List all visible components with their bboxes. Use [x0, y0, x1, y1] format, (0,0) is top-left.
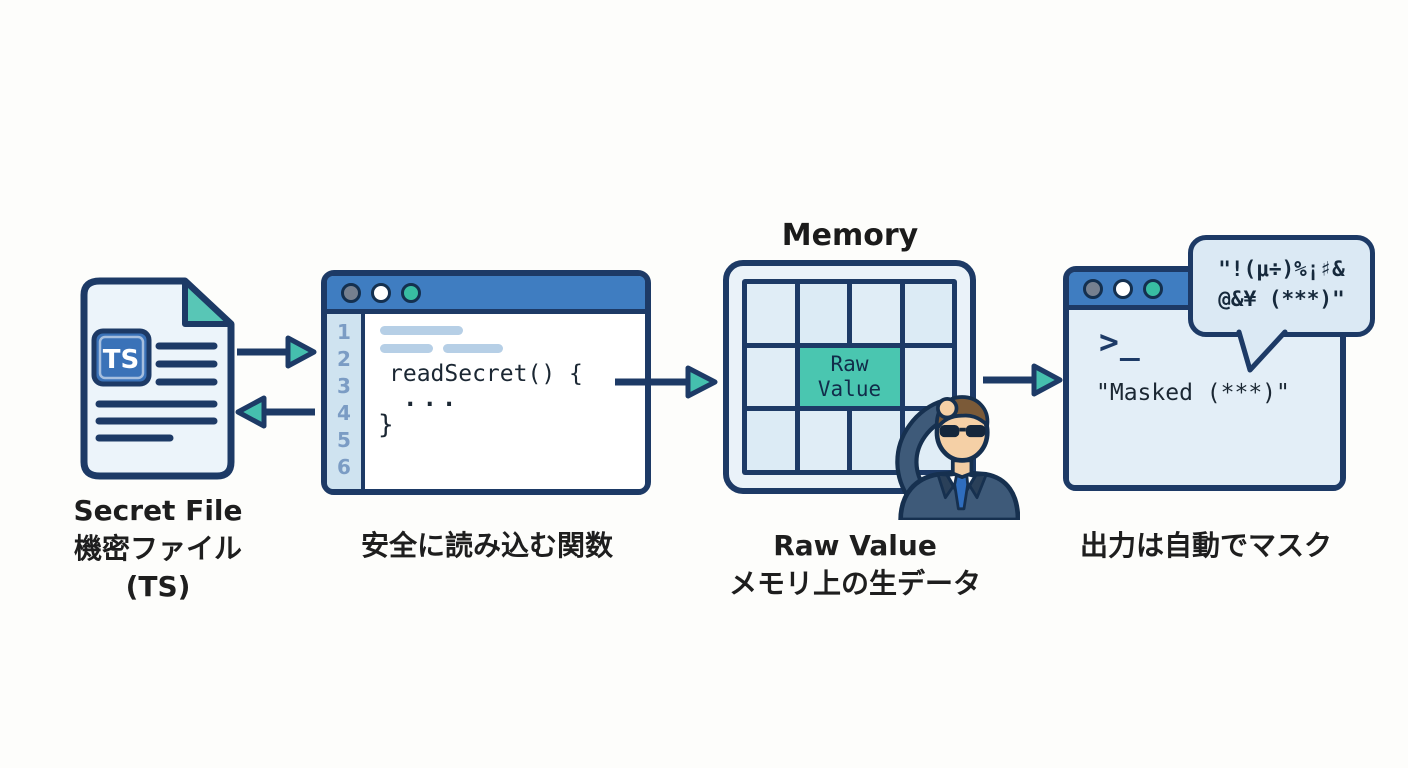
line-number: 4 — [337, 401, 351, 425]
agent-tie — [953, 473, 970, 511]
editor-caption: 安全に読み込む関数 — [360, 529, 613, 562]
raw-value-line: Value — [817, 376, 882, 401]
code-placeholder-bar — [380, 344, 433, 353]
ts-badge — [91, 328, 152, 387]
code-editor-window: 1 2 3 4 5 6 readSecret() { ··· } — [321, 270, 651, 495]
terminal-output: "Masked (***)" — [1096, 380, 1290, 406]
window-dot-teal-icon — [1143, 278, 1163, 299]
memory-cell — [852, 284, 900, 343]
arrow-right-icon — [983, 363, 1063, 397]
speech-bubble-tail — [1236, 329, 1288, 373]
document-text-lines — [95, 342, 218, 442]
memory-cell — [852, 411, 900, 470]
secret-file-caption-line: (TS) — [125, 570, 191, 603]
memory-title: Memory — [781, 218, 919, 253]
secret-file-caption-line: 機密ファイル — [73, 532, 242, 565]
ts-badge-inner-border — [98, 335, 145, 380]
secret-file-icon: TS — [80, 277, 235, 480]
memory-caption-line: Raw Value — [773, 529, 937, 562]
line-number: 2 — [337, 347, 351, 371]
ts-badge-label: TS — [103, 345, 139, 375]
agent-raised-arm — [899, 402, 953, 502]
secret-file-caption: Secret File 機密ファイル (TS) — [36, 492, 280, 606]
memory-cell — [799, 284, 847, 343]
terminal-caption: 出力は自動でマスク — [1079, 529, 1332, 562]
window-dot-grey-icon — [1083, 278, 1103, 299]
speech-bubble: "!(μ÷)%¡♯& @&¥ (***)" — [1188, 235, 1375, 337]
security-agent-illustration — [895, 395, 1020, 520]
memory-cell — [799, 411, 847, 470]
agent-neck — [950, 458, 974, 480]
arrow-left-icon — [235, 395, 315, 429]
line-number: 6 — [337, 455, 351, 479]
code-line: readSecret() { — [389, 361, 583, 387]
speech-bubble-line: @&¥ (***)" — [1218, 287, 1345, 311]
code-placeholder-bar — [380, 326, 463, 335]
line-number: 1 — [337, 320, 351, 344]
window-dot-teal-icon — [401, 282, 421, 303]
sunglasses-left-lens-icon — [939, 424, 960, 438]
secret-file-caption-line: Secret File — [73, 494, 243, 527]
window-dot-grey-icon — [341, 282, 361, 303]
terminal-body: >_ "Masked (***)" — [1069, 310, 1340, 485]
agent-hand — [936, 397, 959, 420]
editor-body: 1 2 3 4 5 6 readSecret() { ··· } — [327, 314, 645, 489]
window-titlebar — [327, 276, 645, 314]
speech-bubble-line: "!(μ÷)%¡♯& — [1218, 257, 1345, 281]
code-area: readSecret() { ··· } — [365, 314, 645, 489]
memory-cell — [904, 347, 952, 407]
arrow-right-icon — [615, 365, 718, 399]
editor-gutter: 1 2 3 4 5 6 — [327, 314, 365, 489]
line-number: 3 — [337, 374, 351, 398]
terminal-prompt-icon: >_ — [1099, 322, 1141, 361]
folded-corner — [182, 278, 234, 327]
memory-caption-line: メモリ上の生データ — [728, 567, 981, 600]
line-number: 5 — [337, 428, 351, 452]
window-dot-white-icon — [371, 282, 391, 303]
memory-cell — [747, 347, 795, 407]
memory-cell — [904, 284, 952, 343]
window-dot-white-icon — [1113, 278, 1133, 299]
sunglasses-right-lens-icon — [965, 424, 986, 438]
raw-value-line: Raw — [830, 351, 869, 376]
memory-cell — [747, 284, 795, 343]
memory-caption: Raw Value メモリ上の生データ — [703, 527, 1007, 603]
code-line: ··· — [403, 390, 462, 418]
arrow-right-icon — [237, 335, 317, 369]
memory-cell — [747, 411, 795, 470]
code-placeholder-bar — [443, 344, 503, 353]
raw-value-cell: Raw Value — [799, 347, 900, 407]
code-line: } — [378, 410, 394, 440]
